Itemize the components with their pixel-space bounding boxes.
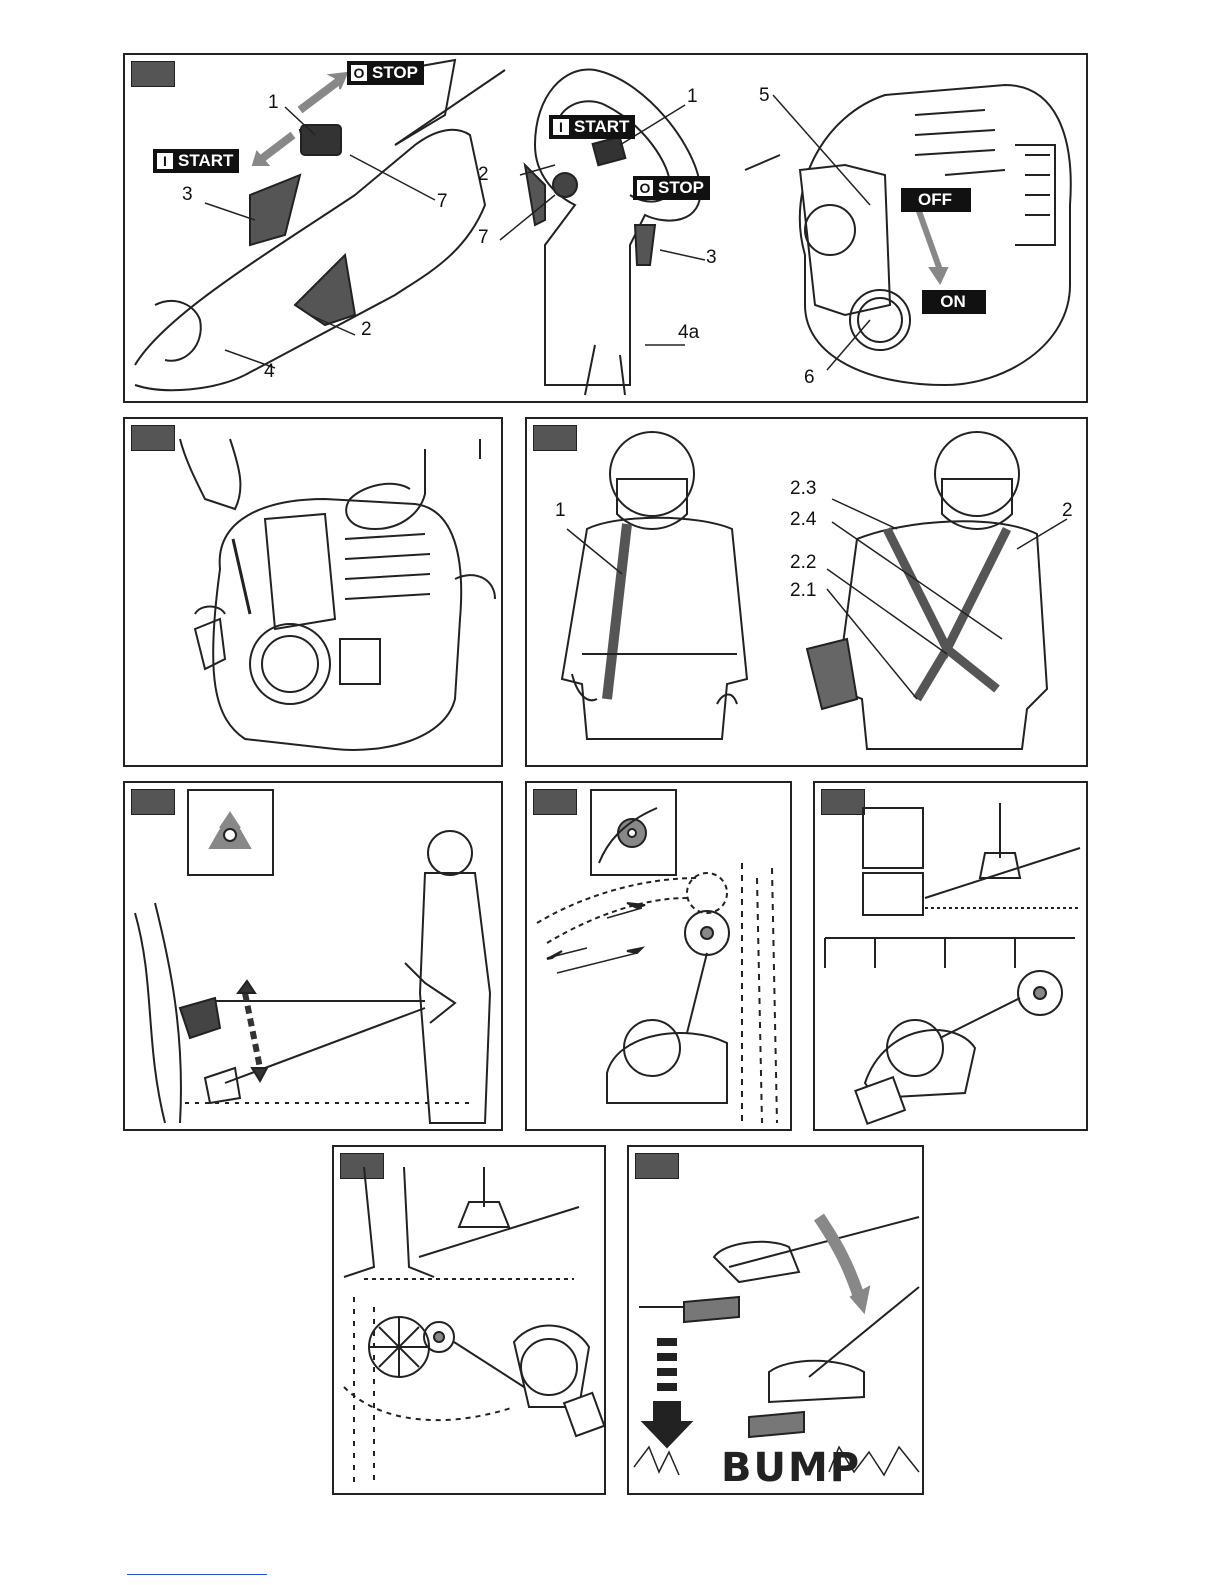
- callout-7b: 7: [478, 228, 489, 247]
- callout-2: 2: [1062, 501, 1073, 520]
- callout-2-1: 2.1: [790, 581, 816, 600]
- off-label: OFF: [901, 188, 971, 212]
- blade-cutting-illustration: [125, 783, 503, 1131]
- callout-5: 5: [759, 86, 770, 105]
- figure-panel-2: [123, 417, 503, 767]
- callout-2-4: 2.4: [790, 510, 816, 529]
- callout-1: 1: [555, 501, 566, 520]
- callout-2b: 2: [478, 165, 489, 184]
- tree-trimming-illustration: [334, 1147, 606, 1495]
- bump-text: BUMP: [721, 1445, 861, 1491]
- callout-7: 7: [437, 192, 448, 211]
- figure-panel-4: [123, 781, 503, 1131]
- callout-1b: 1: [687, 87, 698, 106]
- saw-blade-illustration: [527, 783, 792, 1131]
- callout-2-3: 2.3: [790, 479, 816, 498]
- callout-4: 4: [264, 362, 275, 381]
- callout-2-2: 2.2: [790, 553, 816, 572]
- callout-6: 6: [804, 368, 815, 387]
- figure-panel-7: [332, 1145, 606, 1495]
- figure-panel-6: [813, 781, 1088, 1131]
- bump-feed-illustration: [629, 1147, 924, 1495]
- on-label: ON: [922, 290, 986, 314]
- callout-3b: 3: [706, 248, 717, 267]
- callout-3: 3: [182, 185, 193, 204]
- callout-2: 2: [361, 320, 372, 339]
- footer-rule: [127, 1574, 267, 1575]
- figure-panel-8: BUMP: [627, 1145, 924, 1495]
- edging-illustration: [815, 783, 1088, 1131]
- figure-panel-5: [525, 781, 792, 1131]
- engine-illustration: [125, 419, 503, 767]
- figure-panel-3: 1 2.3 2.4 2.2 2.1 2: [525, 417, 1088, 767]
- callout-4a: 4a: [678, 323, 699, 342]
- callout-1: 1: [268, 93, 279, 112]
